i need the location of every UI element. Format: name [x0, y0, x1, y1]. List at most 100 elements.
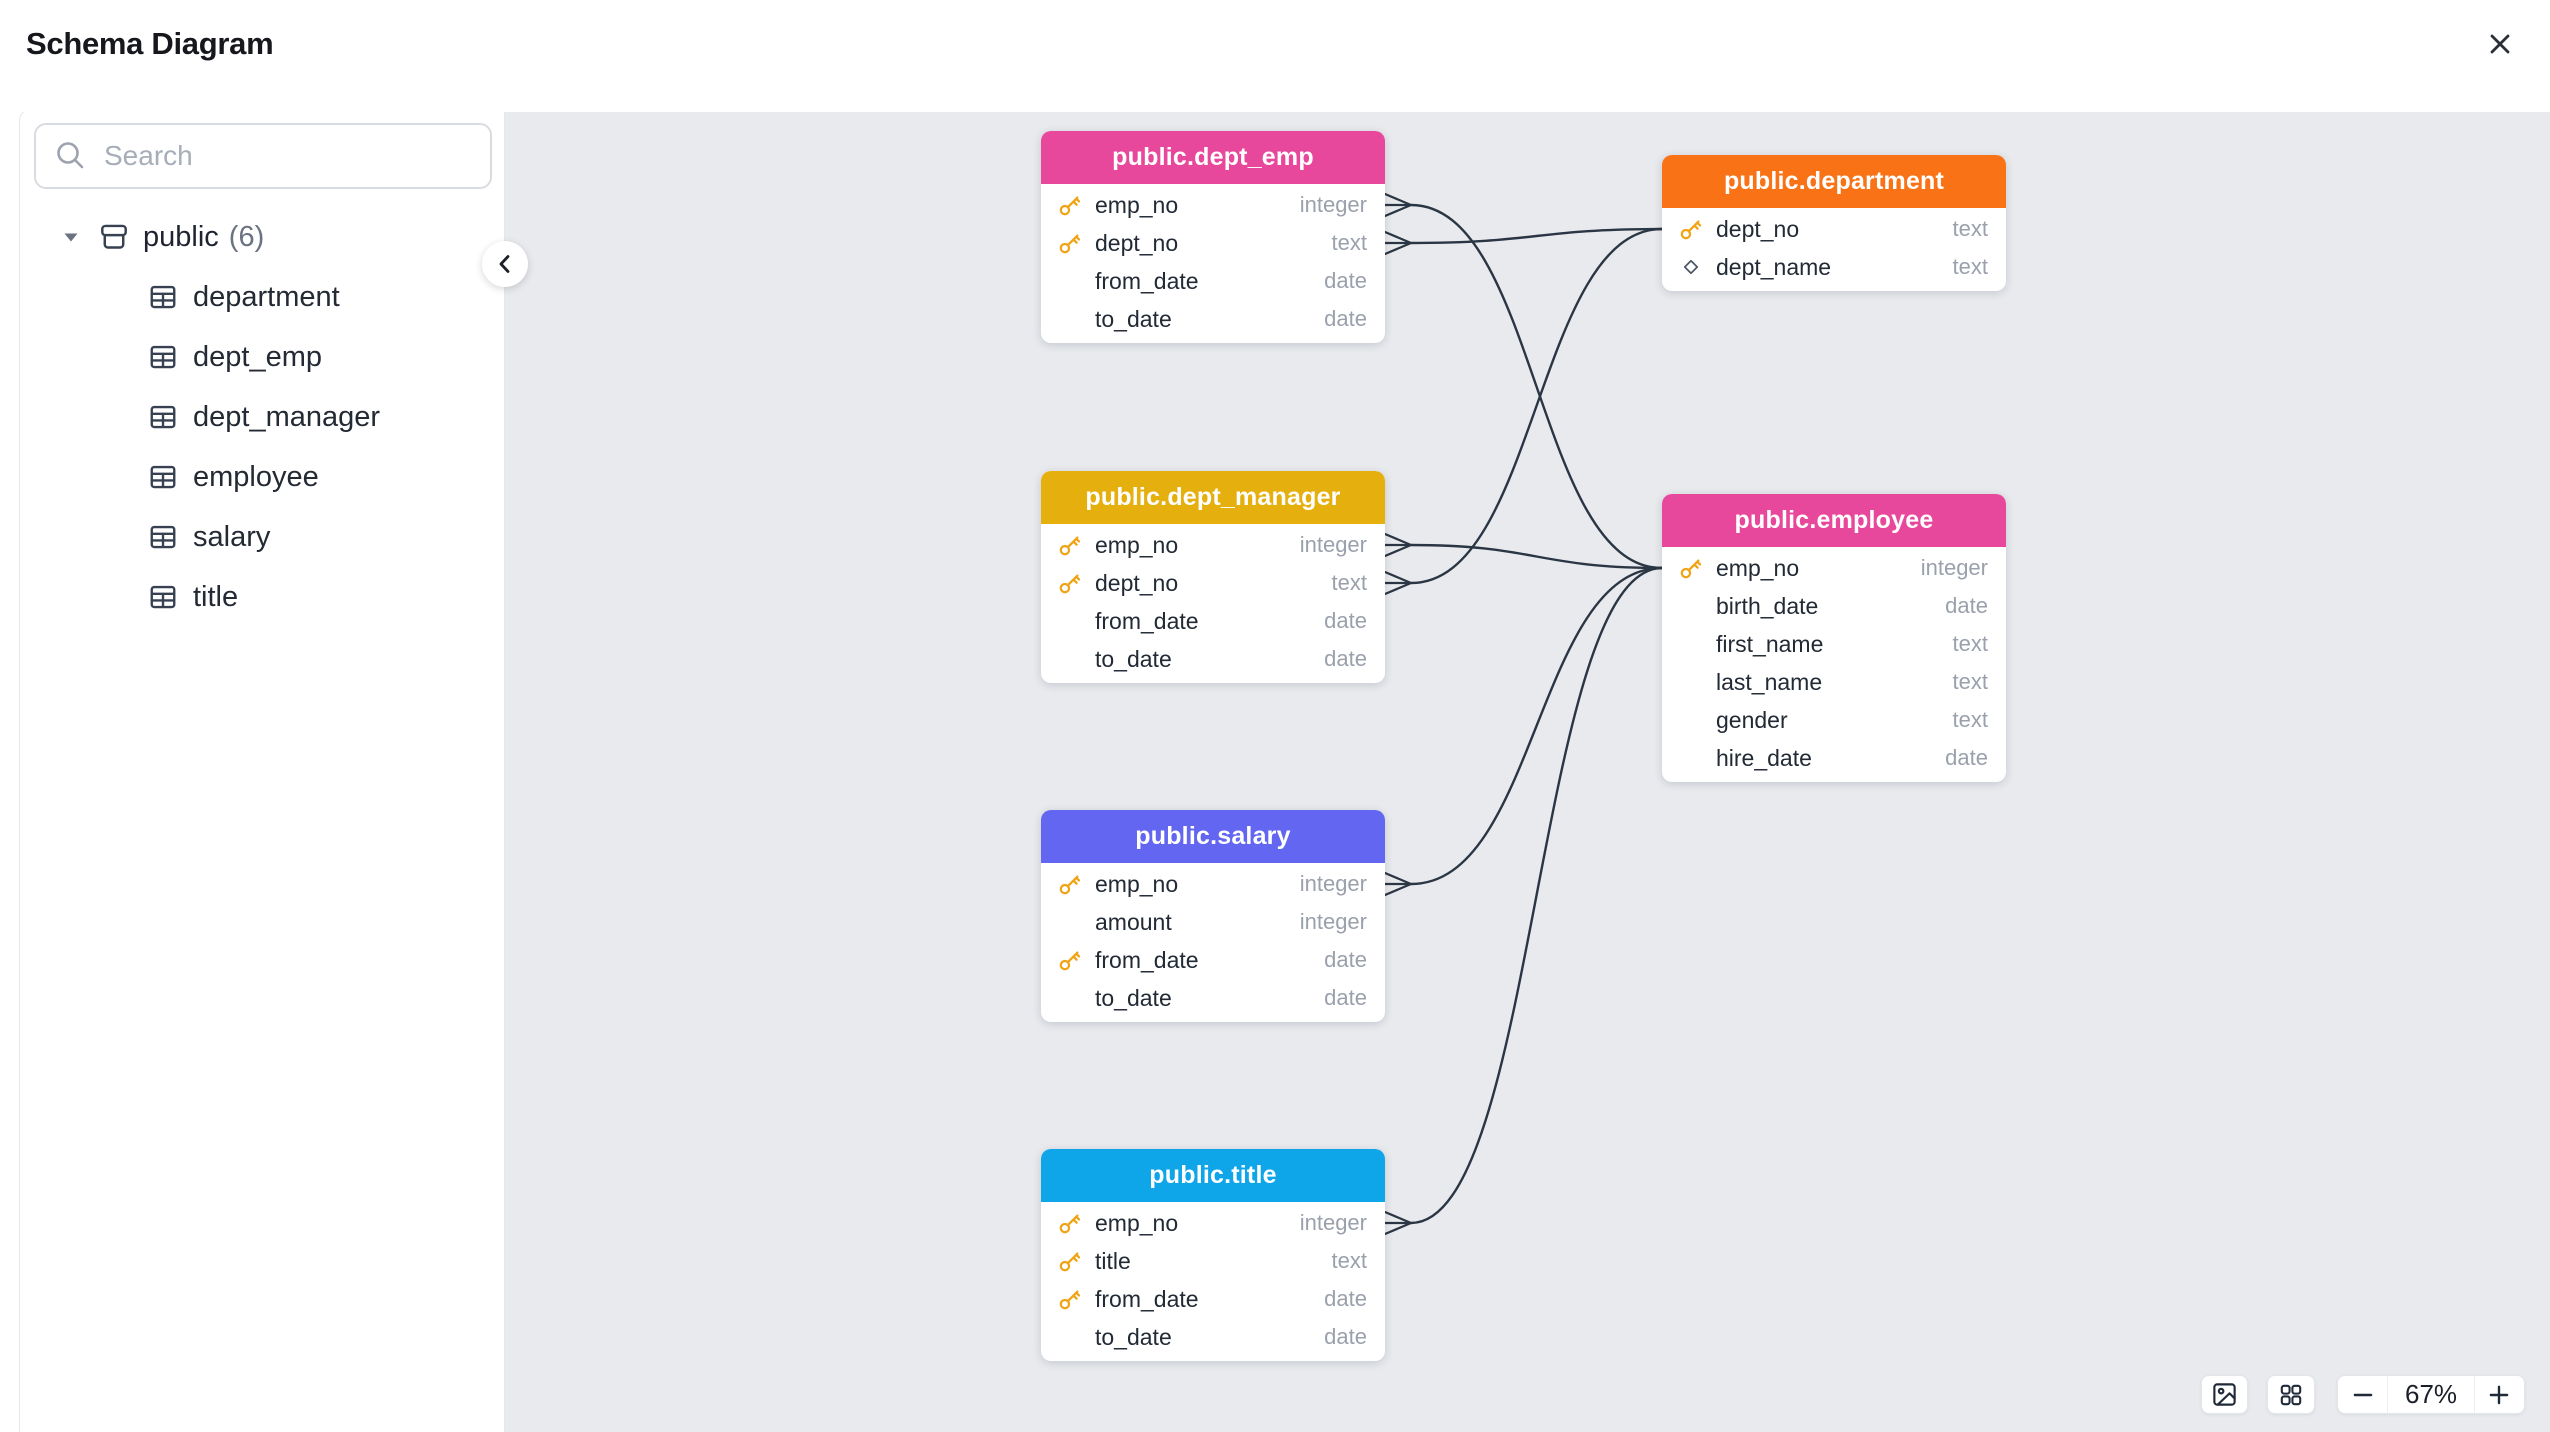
relationship-edges-layer — [1383, 192, 1664, 1236]
zoom-level: 67% — [2404, 1379, 2458, 1409]
grid-icon — [2278, 1382, 2304, 1408]
column-type: date — [1945, 745, 1988, 770]
column-name: emp_no — [1095, 191, 1179, 218]
sidebar-item-salary[interactable]: salary — [20, 507, 504, 567]
caret-down-icon[interactable] — [60, 227, 82, 247]
column-type: date — [1324, 985, 1367, 1010]
sidebar-item-employee[interactable]: employee — [20, 447, 504, 507]
schema-name: public — [143, 220, 219, 253]
column-spacer — [1676, 743, 1706, 773]
column-name: gender — [1716, 706, 1788, 733]
edge-path — [1409, 566, 1664, 1225]
column-name: emp_no — [1095, 1209, 1179, 1236]
crows-foot-marker — [1383, 230, 1413, 256]
download-image-button[interactable] — [2201, 1375, 2248, 1414]
primary-key-icon — [1055, 869, 1085, 899]
column-row-to_date: to_date date — [1041, 300, 1385, 338]
column-name: dept_no — [1716, 215, 1800, 242]
column-type: date — [1324, 306, 1367, 331]
relationship-edge-dept_emp-employee — [1383, 192, 1664, 570]
column-type: date — [1324, 268, 1367, 293]
column-spacer — [1676, 591, 1706, 621]
table-icon — [148, 282, 178, 312]
relationship-edge-title-employee — [1383, 566, 1664, 1236]
sidebar-item-dept_manager[interactable]: dept_manager — [20, 387, 504, 447]
zoom-out-button[interactable] — [2338, 1376, 2389, 1413]
crows-foot-marker — [1383, 871, 1413, 897]
schema-tree-item-public[interactable]: public (6) — [20, 207, 504, 267]
relationship-edge-dept_emp-department — [1383, 227, 1664, 256]
table-name-label: title — [193, 580, 239, 613]
column-spacer — [1676, 667, 1706, 697]
table-name-label: dept_emp — [193, 340, 322, 373]
column-spacer — [1055, 606, 1085, 636]
column-name: emp_no — [1716, 554, 1800, 581]
sidebar-item-dept_emp[interactable]: dept_emp — [20, 327, 504, 387]
column-name: emp_no — [1095, 531, 1179, 558]
column-name: to_date — [1095, 984, 1172, 1011]
table-name-label: dept_manager — [193, 400, 381, 433]
column-row-emp_no: emp_no integer — [1662, 549, 2006, 587]
collapse-sidebar-button[interactable] — [482, 241, 528, 287]
relationship-edge-dept_manager-employee — [1383, 532, 1664, 570]
column-type: text — [1331, 230, 1367, 255]
primary-key-icon — [1676, 214, 1706, 244]
column-type: text — [1331, 570, 1367, 595]
zoom-in-button[interactable] — [2473, 1376, 2524, 1413]
auto-layout-button[interactable] — [2267, 1375, 2315, 1414]
relationship-edge-salary-employee — [1383, 566, 1664, 897]
relationship-edge-dept_manager-department — [1383, 227, 1664, 596]
column-type: date — [1324, 947, 1367, 972]
edge-path — [1409, 227, 1664, 245]
table-node-title: public.dept_manager — [1041, 471, 1385, 524]
schema-table-count: (6) — [228, 220, 265, 253]
close-button[interactable] — [2478, 22, 2522, 66]
column-spacer — [1055, 1322, 1085, 1352]
column-name: to_date — [1095, 305, 1172, 332]
column-type: integer — [1299, 532, 1367, 557]
column-type: text — [1952, 631, 1988, 656]
column-row-to_date: to_date date — [1041, 979, 1385, 1017]
search-input[interactable] — [102, 139, 472, 173]
tables-sidebar: public (6) department dept_emp dept_manage… — [19, 110, 505, 1432]
zoom-control: 67% — [2337, 1375, 2525, 1414]
column-type: integer — [1920, 555, 1988, 580]
column-row-from_date: from_date date — [1041, 262, 1385, 300]
column-name: to_date — [1095, 1323, 1172, 1350]
column-type: text — [1331, 1248, 1367, 1273]
column-spacer — [1055, 644, 1085, 674]
primary-key-icon — [1676, 553, 1706, 583]
column-spacer — [1676, 629, 1706, 659]
table-node-title: public.employee — [1662, 494, 2006, 547]
column-spacer — [1055, 983, 1085, 1013]
column-name: birth_date — [1716, 592, 1819, 619]
sidebar-item-department[interactable]: department — [20, 267, 504, 327]
search-icon — [54, 139, 88, 173]
column-type: integer — [1299, 871, 1367, 896]
crows-foot-marker — [1383, 192, 1413, 218]
sidebar-item-title[interactable]: title — [20, 567, 504, 627]
column-type: date — [1324, 1286, 1367, 1311]
primary-key-icon — [1055, 1246, 1085, 1276]
schema-tree: public (6) department dept_emp dept_manage… — [20, 207, 504, 627]
crows-foot-marker — [1383, 1210, 1413, 1236]
dialog-header: Schema Diagram — [0, 0, 2550, 112]
table-node-title: public.department — [1662, 155, 2006, 208]
column-name: from_date — [1095, 267, 1199, 294]
plus-icon — [2486, 1382, 2512, 1408]
